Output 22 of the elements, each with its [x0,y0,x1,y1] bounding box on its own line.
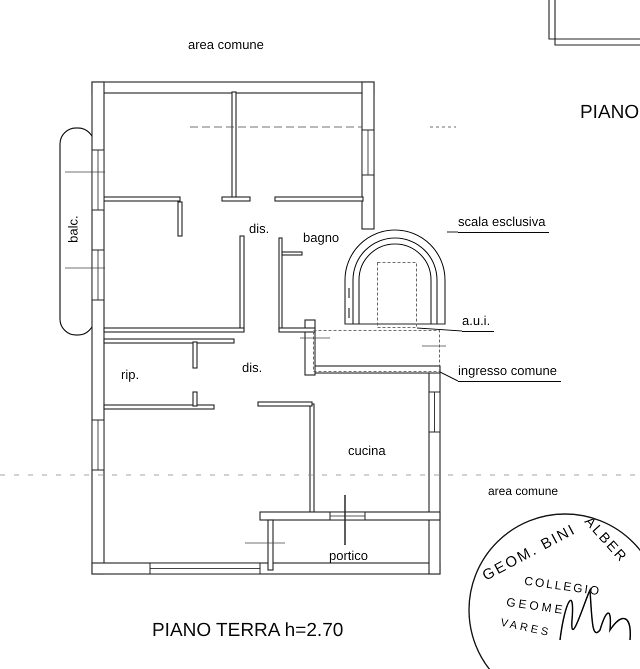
room-label: rip. [121,368,140,382]
room-label: portico [329,549,368,564]
callout-text: ingresso comune [458,363,561,382]
leader-line [440,372,458,382]
plan-title: PIANO TERRA h=2.70 [152,620,344,642]
callout-text: scala esclusiva [458,214,550,233]
room-label: area comune [488,485,558,498]
room-label: balc. [66,215,81,243]
landing-area [377,262,417,328]
room-label: dis. [249,222,270,236]
stamp-text: GEOME [505,596,566,618]
stamp-text: VARES [499,616,552,640]
callout-text: a.u.i. [462,313,494,332]
room-label: dis. [242,361,262,376]
stamp-text: COLLEGIO [523,574,602,598]
room-label: PIANO [580,103,640,124]
landing-area [313,330,440,372]
leader-line [416,328,462,332]
staircase-drawing [343,228,447,328]
room-label: area comune [188,38,264,52]
room-label: cucina [348,444,386,458]
room-label: bagno [303,231,340,246]
